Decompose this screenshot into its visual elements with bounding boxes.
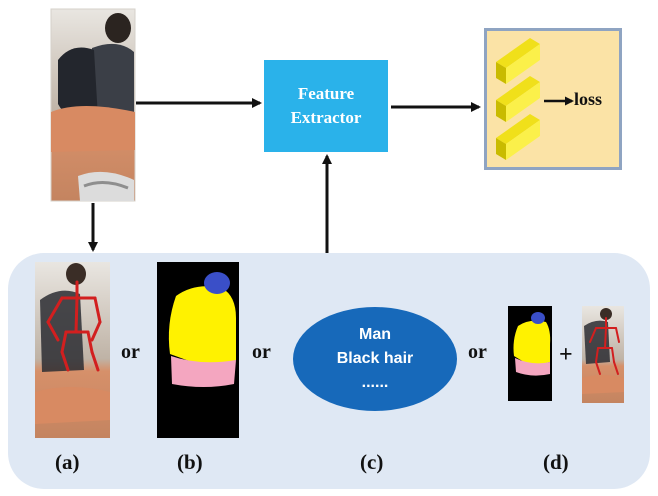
pose-skeleton-icon bbox=[46, 280, 102, 372]
feature-extractor-line2: Extractor bbox=[290, 108, 362, 127]
or-label-3: or bbox=[468, 341, 487, 363]
attribute-line1: Man bbox=[359, 326, 391, 343]
parsing-mask-image-b bbox=[157, 262, 239, 438]
attribute-text-ellipse: Man Black hair ...... bbox=[293, 307, 457, 411]
pose-skeleton-image-d bbox=[582, 306, 624, 403]
attribute-line3: ...... bbox=[361, 374, 389, 391]
feature-extractor-box: Feature Extractor bbox=[264, 60, 388, 152]
caption-c: (c) bbox=[360, 450, 384, 474]
caption-d: (d) bbox=[543, 450, 569, 474]
caption-b: (b) bbox=[177, 450, 203, 474]
loss-label: loss bbox=[574, 89, 603, 109]
parsing-mask-image-d bbox=[508, 306, 552, 401]
or-label-2: or bbox=[252, 341, 271, 363]
or-label-1: or bbox=[121, 341, 140, 363]
pose-skeleton-image-a bbox=[35, 262, 110, 438]
attribute-line2: Black hair bbox=[336, 350, 414, 367]
plus-label: + bbox=[559, 342, 573, 368]
pose-skeleton-small-icon bbox=[589, 317, 620, 375]
input-person-photo bbox=[50, 8, 136, 202]
feature-extractor-line1: Feature bbox=[297, 84, 355, 103]
caption-a: (a) bbox=[55, 450, 80, 474]
